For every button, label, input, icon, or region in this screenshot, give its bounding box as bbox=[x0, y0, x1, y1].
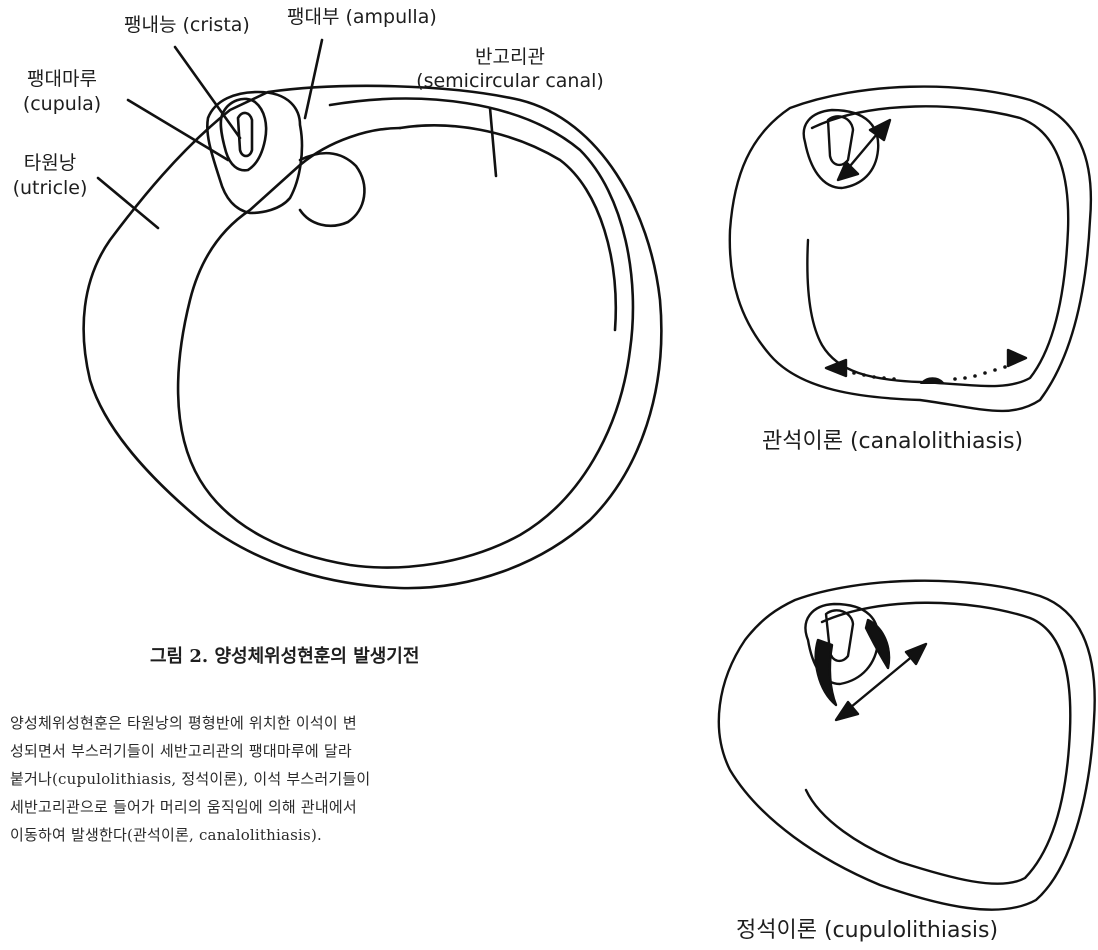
label-ampulla: 팽대부 (ampulla) bbox=[287, 5, 437, 29]
leader-line-ampulla bbox=[305, 40, 322, 118]
canalolithiasis-inner-wall bbox=[807, 106, 1068, 386]
label-utricle-en: (utricle) bbox=[2, 176, 98, 200]
label-utricle-ko: 타원낭 bbox=[2, 151, 98, 175]
main-canal-diagram bbox=[84, 40, 662, 588]
label-canal-en: (semicircular canal) bbox=[406, 69, 614, 93]
leader-line-utricle bbox=[98, 178, 158, 228]
canal-innermost-wall bbox=[400, 125, 616, 330]
canalolithiasis-diagram bbox=[730, 87, 1091, 411]
canal-inner-wall bbox=[178, 99, 633, 568]
leader-line-canal bbox=[490, 108, 496, 176]
description-line: 양성체위성현훈은 타원낭의 평형반에 위치한 이석이 변 bbox=[10, 709, 570, 737]
canalolithiasis-cupula bbox=[828, 116, 853, 165]
cupulolithiasis-arrow-head-up bbox=[906, 644, 926, 664]
figure-title: 그림 2. 양성체위성현훈의 발생기전 bbox=[150, 642, 419, 668]
caption-canalolithiasis: 관석이론 (canalolithiasis) bbox=[762, 423, 1023, 455]
canalolithiasis-arrow-right bbox=[1008, 350, 1026, 366]
caption-cupulolithiasis: 정석이론 (cupulolithiasis) bbox=[736, 912, 998, 944]
description-line: 붙거나(cupulolithiasis, 정석이론), 이석 부스러기들이 bbox=[10, 765, 570, 793]
label-cupula-en: (cupula) bbox=[8, 92, 116, 116]
description-line: 세반고리관으로 들어가 머리의 움직임에 의해 관내에서 bbox=[10, 793, 570, 821]
canalolithiasis-outer-wall bbox=[730, 87, 1091, 411]
cupulolithiasis-diagram bbox=[719, 581, 1095, 910]
crista-ridge bbox=[238, 113, 252, 156]
label-cupula-ko: 팽대마루 bbox=[8, 67, 116, 91]
label-crista: 팽내능 (crista) bbox=[124, 13, 250, 37]
otolith-deposit-right bbox=[866, 620, 889, 668]
description-line: 성되면서 부스러기들이 세반고리관의 팽대마루에 달라 bbox=[10, 737, 570, 765]
utricle-chamber bbox=[300, 153, 364, 226]
otolith-deposit-left bbox=[816, 640, 836, 705]
figure-description: 양성체위성현훈은 타원낭의 평형반에 위치한 이석이 변 성되면서 부스러기들이… bbox=[10, 709, 570, 849]
cupulolithiasis-inner-wall bbox=[806, 603, 1070, 884]
otolith-particles bbox=[852, 365, 1007, 384]
label-canal-ko: 반고리관 bbox=[406, 45, 614, 69]
canal-outer-wall bbox=[84, 86, 662, 588]
description-line: 이동하여 발생한다(관석이론, canalolithiasis). bbox=[10, 821, 570, 849]
